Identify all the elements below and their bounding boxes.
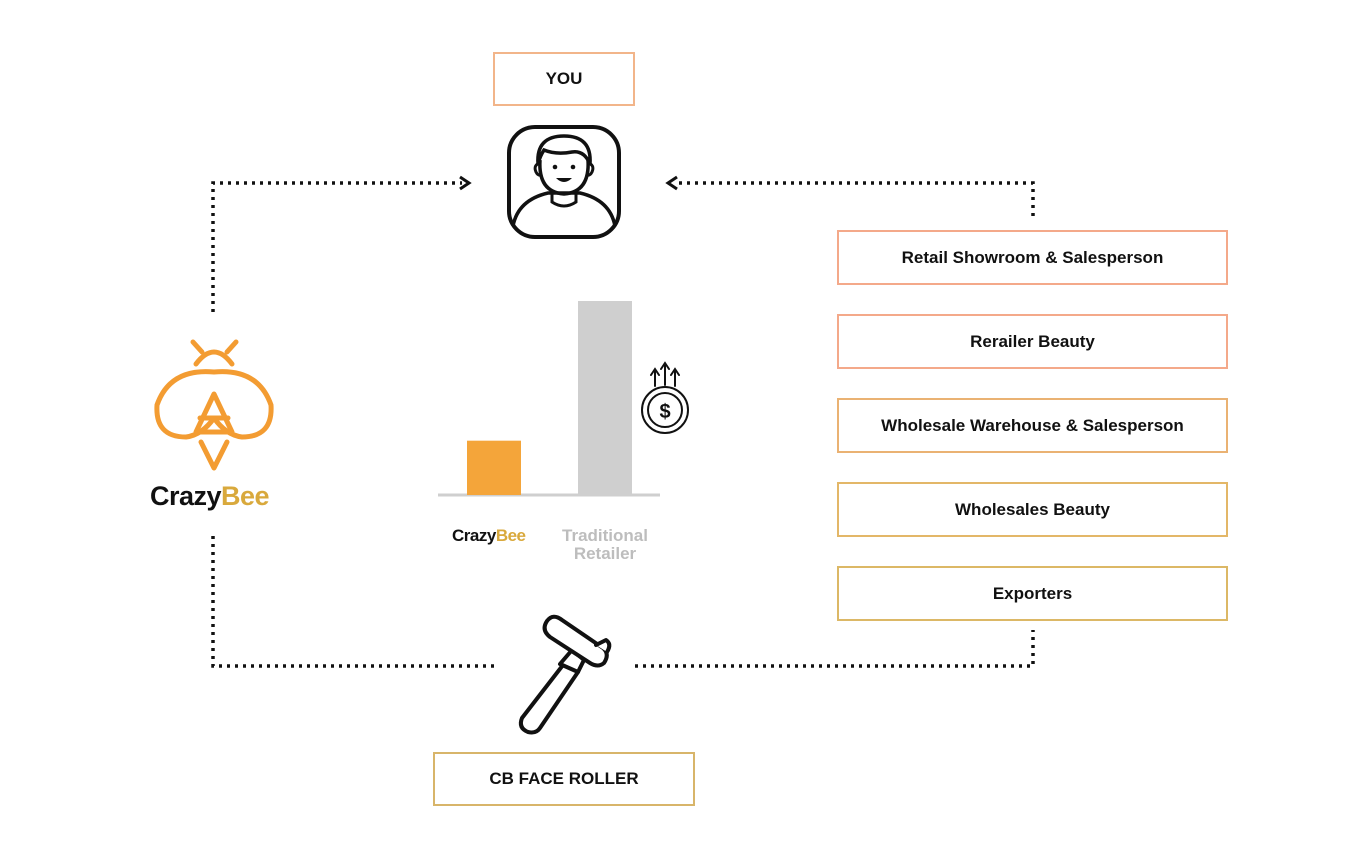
channel-label: Rerailer Beauty	[970, 331, 1095, 351]
channel-box: Rerailer Beauty	[837, 314, 1228, 369]
you-label: YOU	[545, 69, 583, 88]
channel-label: Wholesale Warehouse & Salesperson	[881, 415, 1184, 435]
channel-box: Exporters	[837, 566, 1228, 621]
arrowhead-left	[665, 175, 678, 191]
arrowhead-right	[459, 175, 472, 191]
bar-label-crazybee-part1: Crazy	[452, 526, 496, 545]
bar-label-crazybee: CrazyBee	[452, 526, 526, 546]
connector-logo-to-you	[211, 181, 462, 312]
bar-label-traditional: Traditional Retailer	[548, 527, 662, 563]
channel-box: Retail Showroom & Salesperson	[837, 230, 1228, 285]
you-label-box: YOU	[493, 52, 635, 106]
channel-label: Exporters	[992, 583, 1073, 603]
channel-label: Wholesales Beauty	[955, 499, 1110, 519]
product-label: CB FACE ROLLER	[489, 769, 639, 788]
channel-label: Retail Showroom & Salesperson	[901, 247, 1164, 267]
bar-label-traditional-line2: Retailer	[573, 544, 637, 563]
product-label-box: CB FACE ROLLER	[433, 752, 695, 806]
bar-label-traditional-line1: Traditional	[562, 526, 648, 545]
connector-channels-to-you	[675, 181, 1035, 216]
brand-name-bee: Bee	[221, 481, 270, 511]
channel-box: Wholesale Warehouse & Salesperson	[837, 398, 1228, 453]
bar-label-crazybee-part2: Bee	[495, 526, 526, 545]
connector-roller-to-channels	[635, 630, 1035, 668]
brand-name-crazy: Crazy	[150, 481, 222, 511]
channel-box: Wholesales Beauty	[837, 482, 1228, 537]
brand-logo-text: CrazyBee	[150, 481, 270, 512]
connector-logo-to-roller	[211, 536, 494, 668]
